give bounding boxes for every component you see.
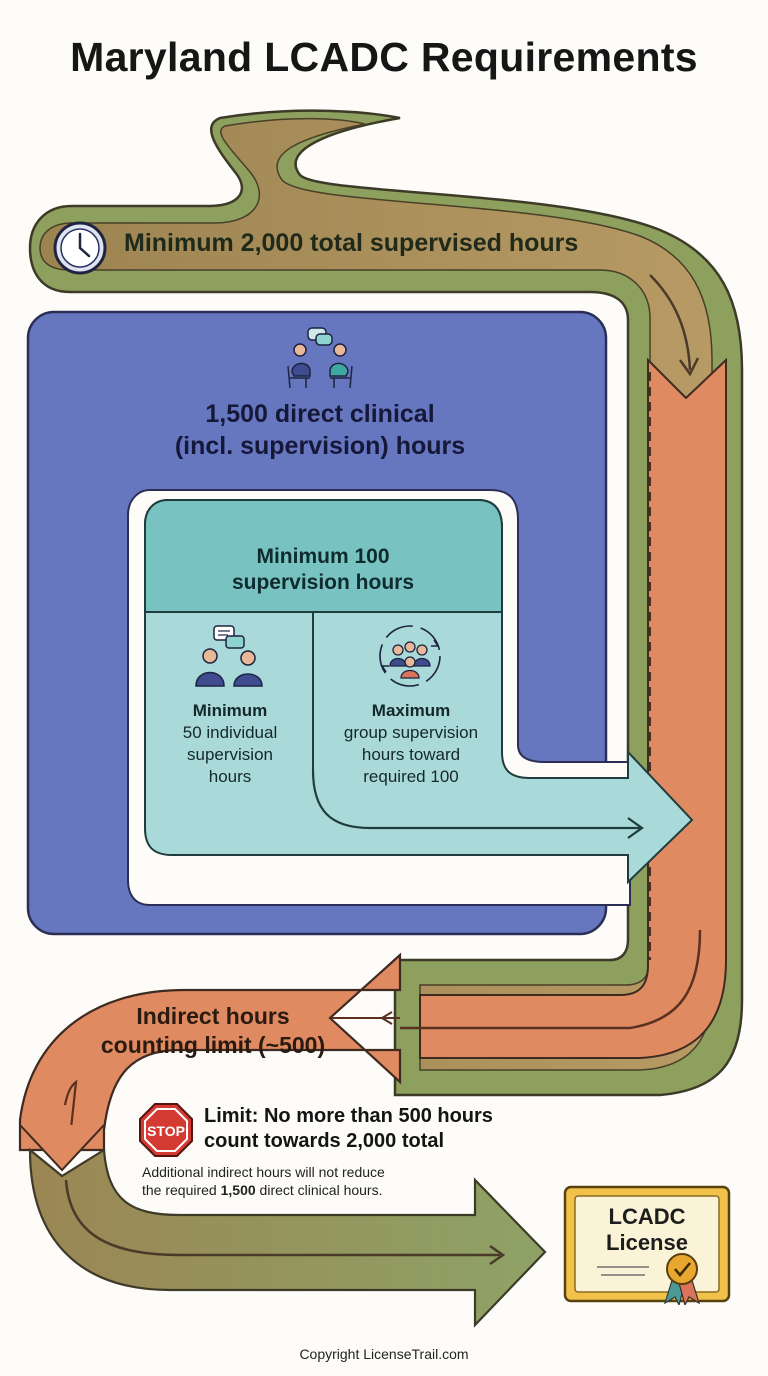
group-supervision-icon	[379, 625, 441, 687]
individual-line4: hours	[208, 767, 252, 786]
certificate-line1: LCADC	[608, 1204, 686, 1229]
supervision-header-line2: supervision hours	[231, 571, 415, 594]
supervision-header-line1: Minimum 100	[256, 545, 390, 568]
certificate-title: LCADC License	[585, 1204, 709, 1256]
certificate-seal-icon	[663, 1253, 701, 1305]
group-supervision-text: Maximum group supervision hours toward r…	[316, 700, 506, 788]
counseling-session-icon	[287, 327, 353, 389]
group-line2: group supervision	[343, 723, 479, 742]
individual-supervision-text: Minimum 50 individual supervision hours	[150, 700, 310, 788]
license-arrow	[28, 1147, 547, 1328]
indirect-label-line2: counting limit (~500)	[100, 1032, 326, 1058]
individual-line1: Minimum	[192, 701, 268, 720]
group-line1: Maximum	[371, 701, 451, 720]
note-line1: Additional indirect hours will not reduc…	[142, 1164, 385, 1180]
individual-supervision-icon	[195, 625, 263, 687]
note-line2-pre: the required	[142, 1182, 221, 1198]
group-line4: required 100	[363, 767, 459, 786]
clinical-hours-label: 1,500 direct clinical (incl. supervision…	[100, 398, 540, 462]
clock-icon	[53, 221, 107, 275]
orange-flow-column	[400, 357, 727, 1059]
page-title: Maryland LCADC Requirements	[70, 34, 698, 80]
limit-line2: count towards 2,000 total	[204, 1130, 445, 1152]
note-line2-post: direct clinical hours.	[255, 1182, 383, 1198]
indirect-hours-label: Indirect hours counting limit (~500)	[78, 1002, 348, 1060]
indirect-hours-arrow	[18, 952, 402, 1172]
supervision-box	[144, 499, 694, 885]
individual-line2: 50 individual	[182, 723, 278, 742]
stop-sign-icon: STOP	[139, 1103, 193, 1157]
indirect-label-line1: Indirect hours	[136, 1003, 290, 1029]
limit-statement: Limit: No more than 500 hours count towa…	[204, 1104, 604, 1154]
total-hours-label: Minimum 2,000 total supervised hours	[124, 229, 579, 257]
limit-line1: Limit: No more than 500 hours	[204, 1105, 493, 1127]
limit-note: Additional indirect hours will not reduc…	[142, 1163, 472, 1199]
clinical-label-line1: 1,500 direct clinical	[205, 400, 435, 428]
certificate-line2: License	[606, 1230, 688, 1255]
note-line2: the required 1,500 direct clinical hours…	[142, 1181, 472, 1199]
group-line3: hours toward	[361, 745, 461, 764]
copyright-footer: Copyright LicenseTrail.com	[299, 1346, 469, 1362]
note-line2-bold: 1,500	[220, 1182, 256, 1198]
stop-sign-text: STOP	[147, 1123, 185, 1139]
license-certificate	[563, 1185, 731, 1305]
individual-line3: supervision	[187, 745, 273, 764]
supervision-header: Minimum 100 supervision hours	[146, 544, 500, 596]
clinical-label-line2: (incl. supervision) hours	[174, 432, 466, 460]
